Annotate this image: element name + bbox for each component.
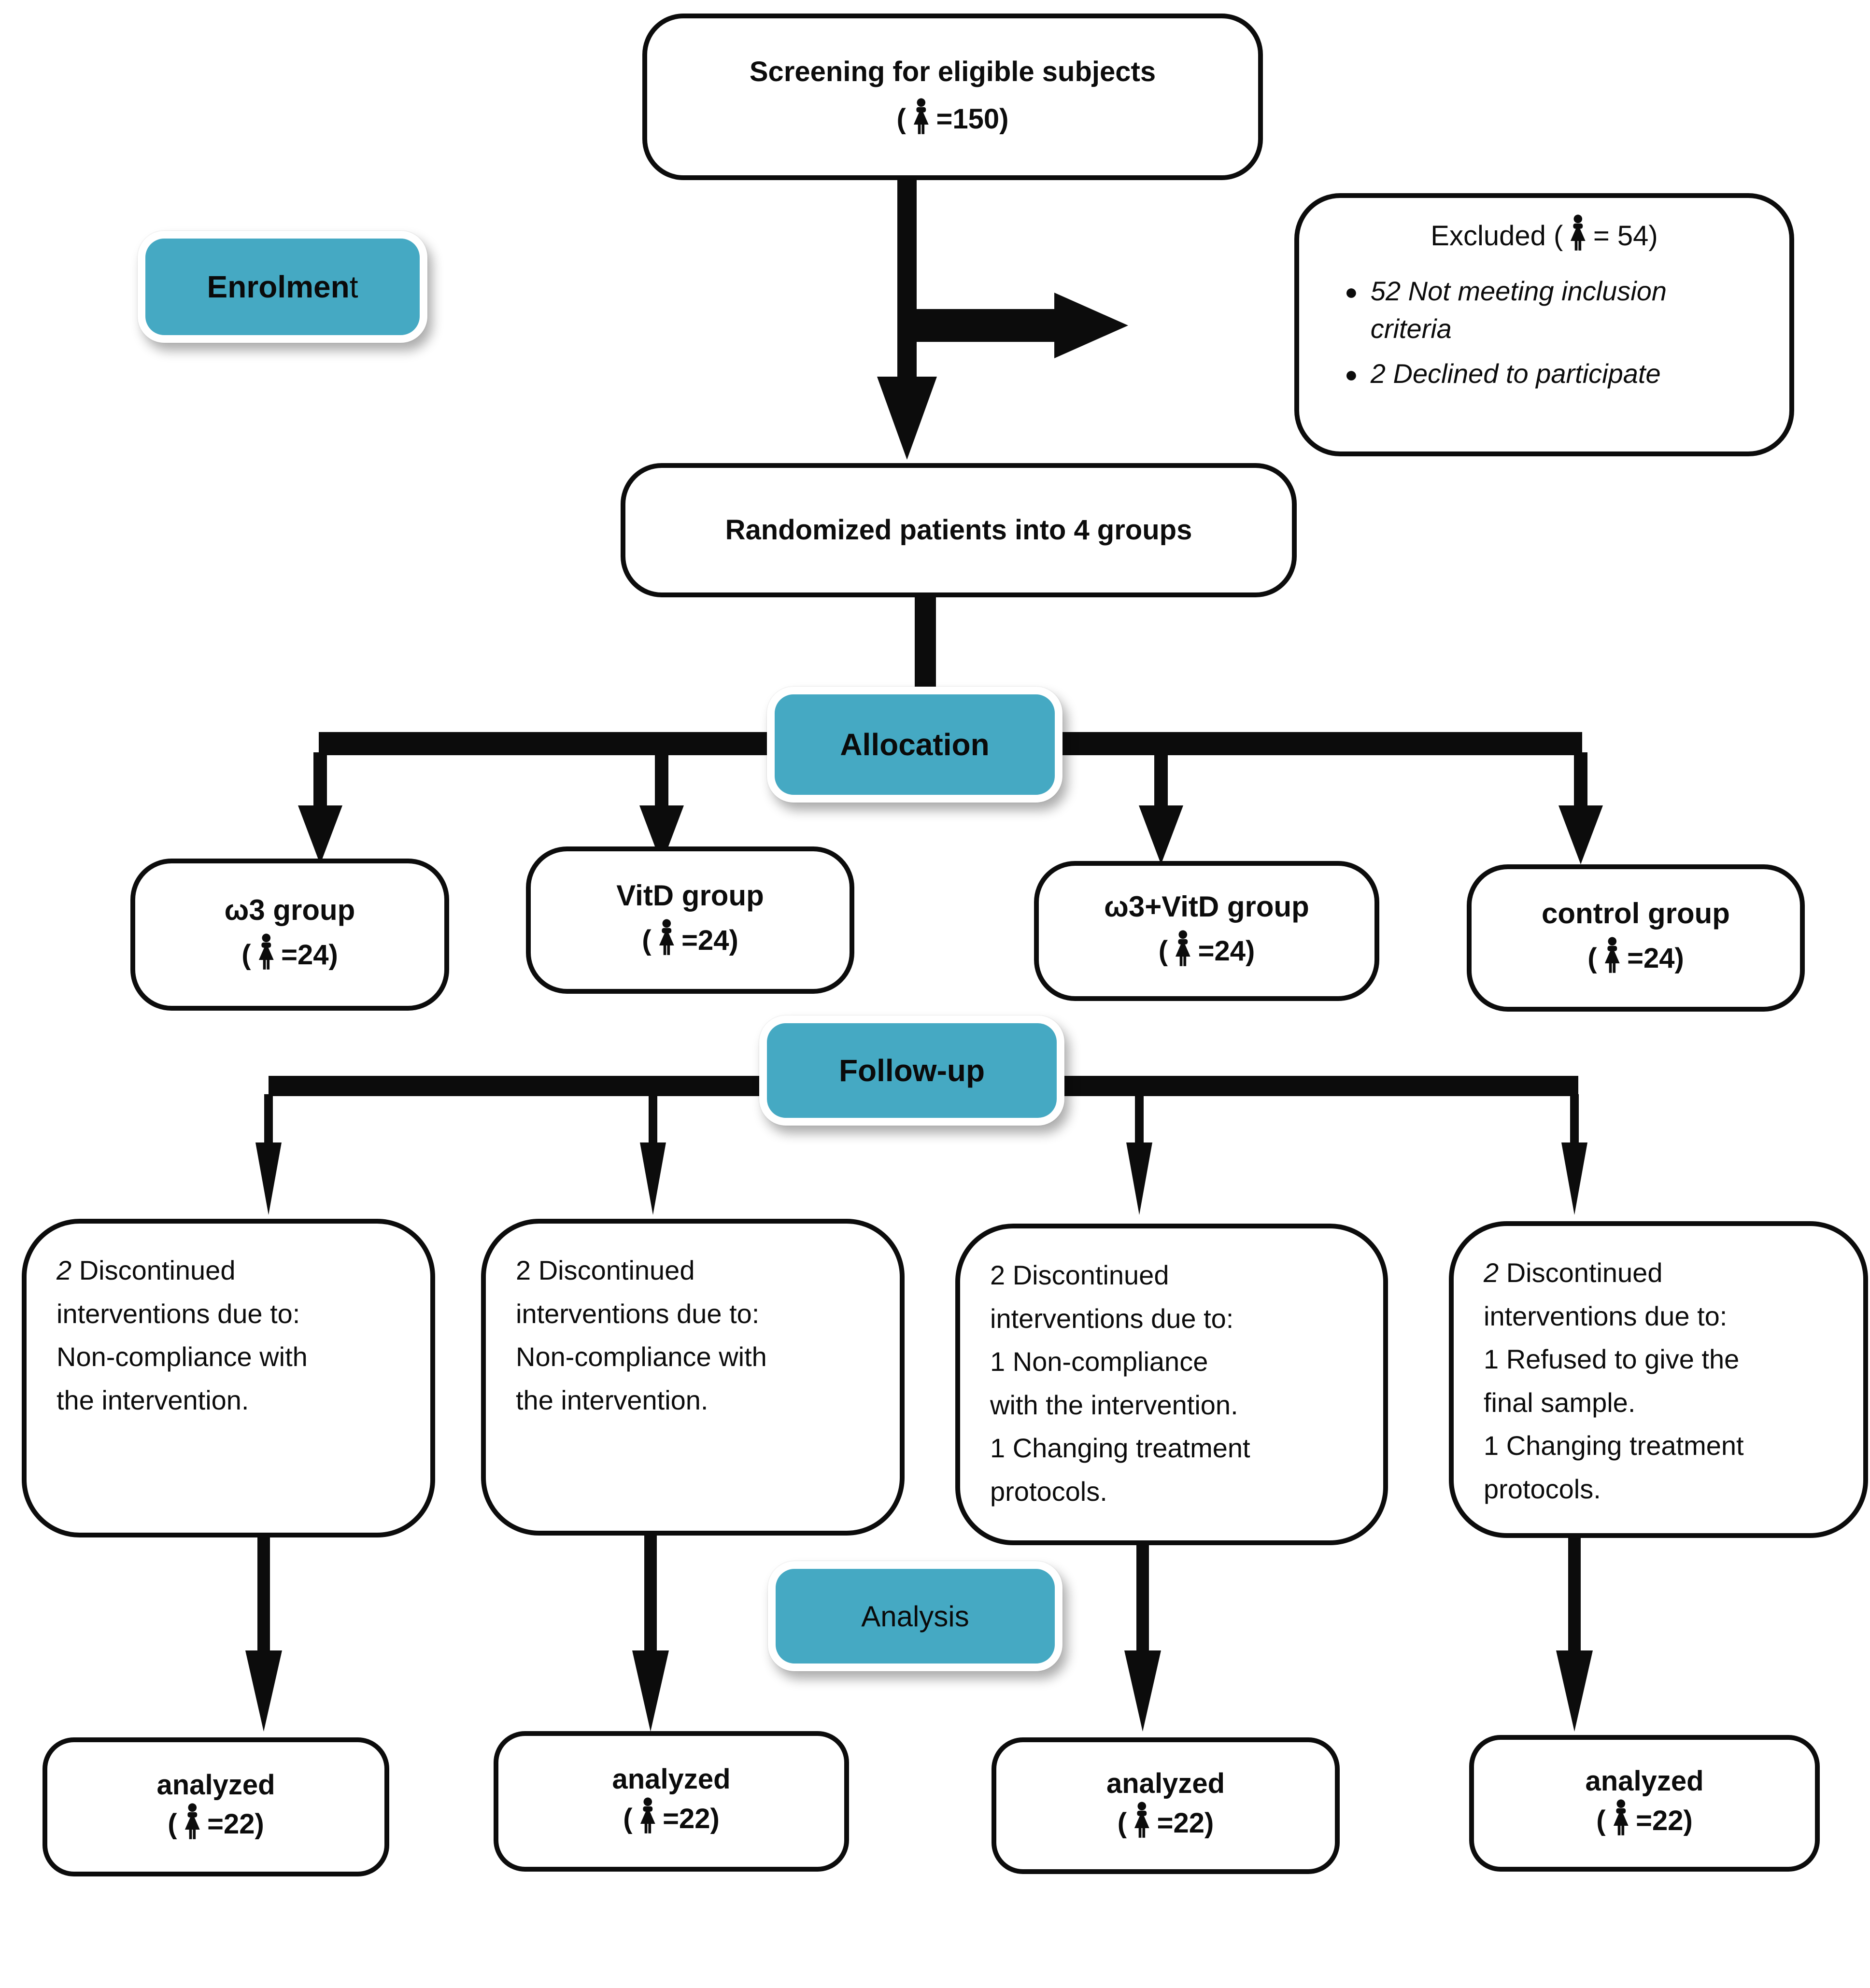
arrow-allocation-to-group-3 <box>1139 752 1183 864</box>
screening-count-value: =150) <box>936 103 1009 135</box>
group-name: ω3 group <box>224 894 355 926</box>
group-count: ( =24) <box>1159 930 1255 973</box>
followup-box-control: 2 Discontinued interventions due to: 1 R… <box>1449 1221 1868 1538</box>
female-person-icon <box>636 1797 660 1840</box>
analyzed-label: analyzed <box>1585 1765 1704 1797</box>
group-count: ( =24) <box>241 933 338 976</box>
group-box-omega3-vitd: ω3+VitD group ( =24) <box>1034 861 1379 1001</box>
analysis-label: Analysis <box>861 1600 969 1633</box>
group-box-control: control group ( =24) <box>1467 864 1805 1012</box>
analyzed-count: ( =22) <box>1118 1802 1214 1844</box>
arrow-followup-to-box-2 <box>640 1094 666 1215</box>
analyzed-label: analyzed <box>156 1769 275 1801</box>
stage-label-allocation: Allocation <box>767 687 1062 803</box>
group-name: VitD group <box>616 879 764 912</box>
stage-label-followup: Follow-up <box>759 1015 1064 1126</box>
female-person-icon <box>254 933 279 976</box>
arrow-followup-to-box-1 <box>255 1094 282 1215</box>
arrow-to-analyzed-2 <box>632 1534 669 1732</box>
excluded-title-open: Excluded ( <box>1431 220 1563 252</box>
female-person-icon <box>1171 930 1195 973</box>
analyzed-count: ( =22) <box>168 1803 264 1846</box>
group-box-omega3: ω3 group ( =24) <box>130 859 449 1011</box>
arrow-to-excluded <box>907 293 1128 358</box>
female-person-icon <box>1566 214 1590 257</box>
excluded-title-count: = 54) <box>1593 220 1658 252</box>
arrow-allocation-to-group-4 <box>1558 752 1603 864</box>
arrow-followup-to-box-3 <box>1126 1094 1152 1215</box>
followup-box-omega3: 2 Discontinued interventions due to: Non… <box>22 1219 435 1537</box>
allocation-label: Allocation <box>840 727 990 762</box>
screening-title: Screening for eligible subjects <box>749 56 1156 88</box>
randomized-title: Randomized patients into 4 groups <box>725 514 1192 546</box>
stage-label-analysis: Analysis <box>768 1561 1062 1671</box>
arrow-followup-to-box-4 <box>1561 1094 1587 1215</box>
arrow-allocation-to-group-2 <box>639 752 684 864</box>
arrow-to-analyzed-1 <box>245 1536 282 1732</box>
female-person-icon <box>1130 1802 1154 1844</box>
bullet-dot-icon: ● <box>1345 279 1358 304</box>
excluded-bullet-list: ● 52 Not meeting inclusion criteria ● 2 … <box>1328 266 1709 393</box>
followup-box-omega3-vitd: 2 Discontinued interventions due to: 1 N… <box>955 1224 1388 1545</box>
group-name: ω3+VitD group <box>1104 890 1309 923</box>
arrow-to-analyzed-3 <box>1124 1543 1161 1732</box>
excluded-box: Excluded ( = 54) ● 52 Not meeting inclus… <box>1294 193 1794 456</box>
screening-box: Screening for eligible subjects ( =150) <box>642 14 1263 180</box>
enrolment-label-tail: t <box>349 269 358 304</box>
female-person-icon <box>1609 1799 1633 1842</box>
excluded-bullet-1: ● 52 Not meeting inclusion criteria <box>1345 276 1667 344</box>
female-person-icon <box>1600 937 1625 979</box>
group-box-vitd: VitD group ( =24) <box>526 846 854 994</box>
analyzed-label: analyzed <box>612 1763 731 1795</box>
female-person-icon <box>180 1803 205 1846</box>
excluded-bullet-2: ● 2 Declined to participate <box>1345 355 1709 393</box>
group-count: ( =24) <box>1587 937 1684 979</box>
screening-count: ( =150) <box>896 98 1009 141</box>
randomized-box: Randomized patients into 4 groups <box>621 463 1297 597</box>
analyzed-count: ( =22) <box>1596 1799 1693 1842</box>
analyzed-box-omega3: analyzed ( =22) <box>42 1737 389 1876</box>
group-name: control group <box>1542 897 1730 930</box>
group-count: ( =24) <box>642 919 738 961</box>
analyzed-box-vitd: analyzed ( =22) <box>494 1731 849 1872</box>
arrow-to-analyzed-4 <box>1556 1536 1593 1732</box>
arrow-allocation-to-group-1 <box>298 752 342 864</box>
followup-box-vitd: 2 Discontinued interventions due to: Non… <box>481 1219 905 1536</box>
arrow-screening-to-randomized <box>877 178 937 460</box>
analyzed-count: ( =22) <box>623 1797 720 1840</box>
paren-open: ( <box>896 103 906 135</box>
analyzed-box-control: analyzed ( =22) <box>1469 1735 1820 1872</box>
analyzed-box-omega3-vitd: analyzed ( =22) <box>992 1737 1340 1874</box>
analyzed-label: analyzed <box>1106 1768 1225 1799</box>
excluded-title: Excluded ( = 54) <box>1431 214 1658 257</box>
followup-label: Follow-up <box>838 1053 985 1088</box>
female-person-icon <box>654 919 679 961</box>
enrolment-label: Enrolmen <box>207 269 350 304</box>
female-person-icon <box>909 98 934 141</box>
bullet-dot-icon: ● <box>1345 361 1358 387</box>
